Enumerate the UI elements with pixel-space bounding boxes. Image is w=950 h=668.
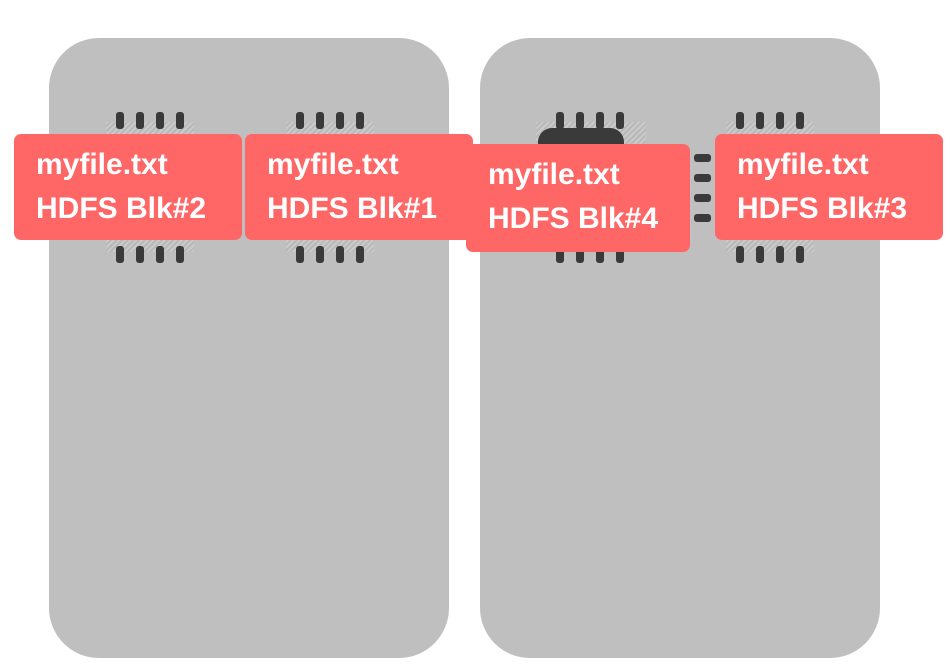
chip-pin bbox=[336, 246, 344, 263]
chip-pin bbox=[796, 112, 804, 129]
block-label-blk2: myfile.txt HDFS Blk#2 bbox=[14, 134, 242, 240]
chip-pin bbox=[556, 112, 564, 129]
block-id: HDFS Blk#1 bbox=[267, 192, 438, 225]
chip-pin bbox=[756, 112, 764, 129]
chip-pin bbox=[616, 112, 624, 129]
chip-pin bbox=[356, 246, 364, 263]
chip-pin bbox=[356, 112, 364, 129]
block-label-blk3: myfile.txt HDFS Blk#3 bbox=[715, 134, 943, 240]
chip-pin bbox=[556, 246, 564, 263]
chip-pin bbox=[694, 154, 711, 162]
block-file-name: myfile.txt bbox=[737, 148, 869, 181]
chip-pin bbox=[694, 194, 711, 202]
chip-pin bbox=[116, 246, 124, 263]
block-file-name: myfile.txt bbox=[488, 158, 620, 191]
chip-pin bbox=[136, 112, 144, 129]
chip-pin bbox=[694, 214, 711, 222]
chip-pin bbox=[576, 246, 584, 263]
chip-pin bbox=[136, 246, 144, 263]
block-label-blk1: myfile.txt HDFS Blk#1 bbox=[245, 134, 473, 240]
chip-pin bbox=[694, 174, 711, 182]
chip-pin bbox=[296, 112, 304, 129]
block-id: HDFS Blk#2 bbox=[36, 192, 207, 225]
chip-pin bbox=[316, 246, 324, 263]
chip-pin bbox=[156, 246, 164, 263]
chip-pin bbox=[156, 112, 164, 129]
chip-pin bbox=[616, 246, 624, 263]
chip-pin bbox=[596, 112, 604, 129]
chip-pin bbox=[776, 246, 784, 263]
chip-pin bbox=[576, 112, 584, 129]
chip-pin bbox=[796, 246, 804, 263]
chip-pin bbox=[736, 246, 744, 263]
chip-pin bbox=[176, 112, 184, 129]
chip-pin bbox=[756, 246, 764, 263]
chip-pin bbox=[296, 246, 304, 263]
chip-pin bbox=[316, 112, 324, 129]
block-label-blk4: myfile.txt HDFS Blk#4 bbox=[466, 144, 690, 252]
block-id: HDFS Blk#3 bbox=[737, 192, 908, 225]
block-file-name: myfile.txt bbox=[36, 148, 168, 181]
chip-pin bbox=[176, 246, 184, 263]
chip-pin bbox=[736, 112, 744, 129]
chip-pin bbox=[116, 112, 124, 129]
block-file-name: myfile.txt bbox=[267, 148, 399, 181]
block-id: HDFS Blk#4 bbox=[488, 202, 659, 235]
chip-pin bbox=[596, 246, 604, 263]
chip-pin bbox=[776, 112, 784, 129]
chip-pin bbox=[336, 112, 344, 129]
